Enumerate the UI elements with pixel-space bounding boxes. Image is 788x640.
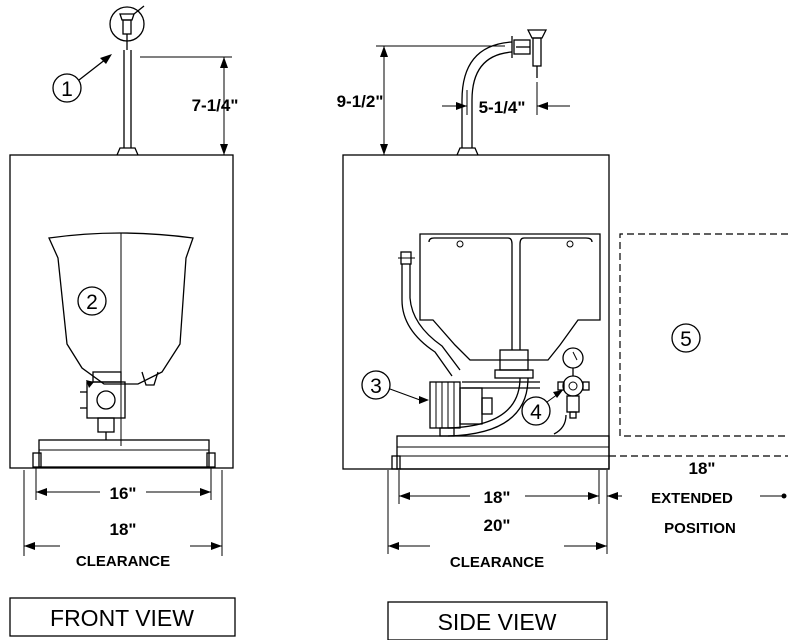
side-pressure-regulator xyxy=(557,347,590,419)
front-cabinet xyxy=(9,154,234,469)
side-faucet-gooseneck xyxy=(456,29,548,156)
callout-4-label: 4 xyxy=(530,401,542,424)
callout-3: 3 xyxy=(361,370,421,401)
side-clearance-dimension: 20" CLEARANCE xyxy=(387,470,608,571)
front-faucet-head xyxy=(109,5,145,50)
front-drip-tray xyxy=(32,439,216,468)
front-view: 1 7-1/4" 2 xyxy=(9,5,239,637)
callout-3-label: 3 xyxy=(370,375,382,398)
side-inner-width-dimension: 18" xyxy=(398,470,600,507)
side-inner-width-label: 18" xyxy=(484,488,511,507)
side-clearance-width-label: 20" xyxy=(484,516,511,535)
front-height-dimension: 7-1/4" xyxy=(140,56,239,156)
side-cabinet xyxy=(342,154,610,470)
extended-position-outline xyxy=(609,233,788,457)
front-height-dim-label: 7-1/4" xyxy=(192,96,239,115)
side-offset-dim-label: 5-1/4" xyxy=(479,98,526,117)
front-clearance-width-label: 18" xyxy=(110,520,137,539)
front-view-title: FRONT VIEW xyxy=(50,605,194,631)
extended-position-dimension: 18" EXTENDED POSITION xyxy=(607,459,787,537)
extended-label: EXTENDED xyxy=(651,490,733,507)
front-clearance-dimension: 18" CLEARANCE xyxy=(23,470,223,570)
front-inner-width-dimension: 16" xyxy=(35,468,212,503)
callout-5: 5 xyxy=(671,323,701,353)
side-offset-dimension: 5-1/4" xyxy=(442,82,570,117)
front-clearance-label: CLEARANCE xyxy=(76,553,170,570)
callout-5-label: 5 xyxy=(680,328,692,351)
front-inner-width-label: 16" xyxy=(110,484,137,503)
side-view-title: SIDE VIEW xyxy=(438,609,557,635)
callout-1-label: 1 xyxy=(61,78,73,101)
side-view: 9-1/2" 5-1/4" xyxy=(337,29,788,640)
side-drip-tray xyxy=(391,435,610,470)
side-height-dimension: 9-1/2" xyxy=(337,45,505,155)
callout-2: 2 xyxy=(77,286,107,316)
front-view-title-box: FRONT VIEW xyxy=(9,597,236,637)
front-hopper xyxy=(48,232,194,446)
side-pump xyxy=(419,381,493,437)
front-auger-motor xyxy=(80,371,126,440)
side-hopper xyxy=(419,233,601,379)
extended-dim-label: 18" xyxy=(689,459,716,478)
position-label: POSITION xyxy=(664,520,736,537)
side-clearance-label: CLEARANCE xyxy=(450,554,544,571)
callout-2-label: 2 xyxy=(86,291,98,314)
front-faucet-base xyxy=(116,147,139,156)
side-height-dim-label: 9-1/2" xyxy=(337,92,384,111)
callout-1: 1 xyxy=(52,54,112,103)
side-view-title-box: SIDE VIEW xyxy=(387,601,608,640)
callout-4: 4 xyxy=(521,390,563,426)
